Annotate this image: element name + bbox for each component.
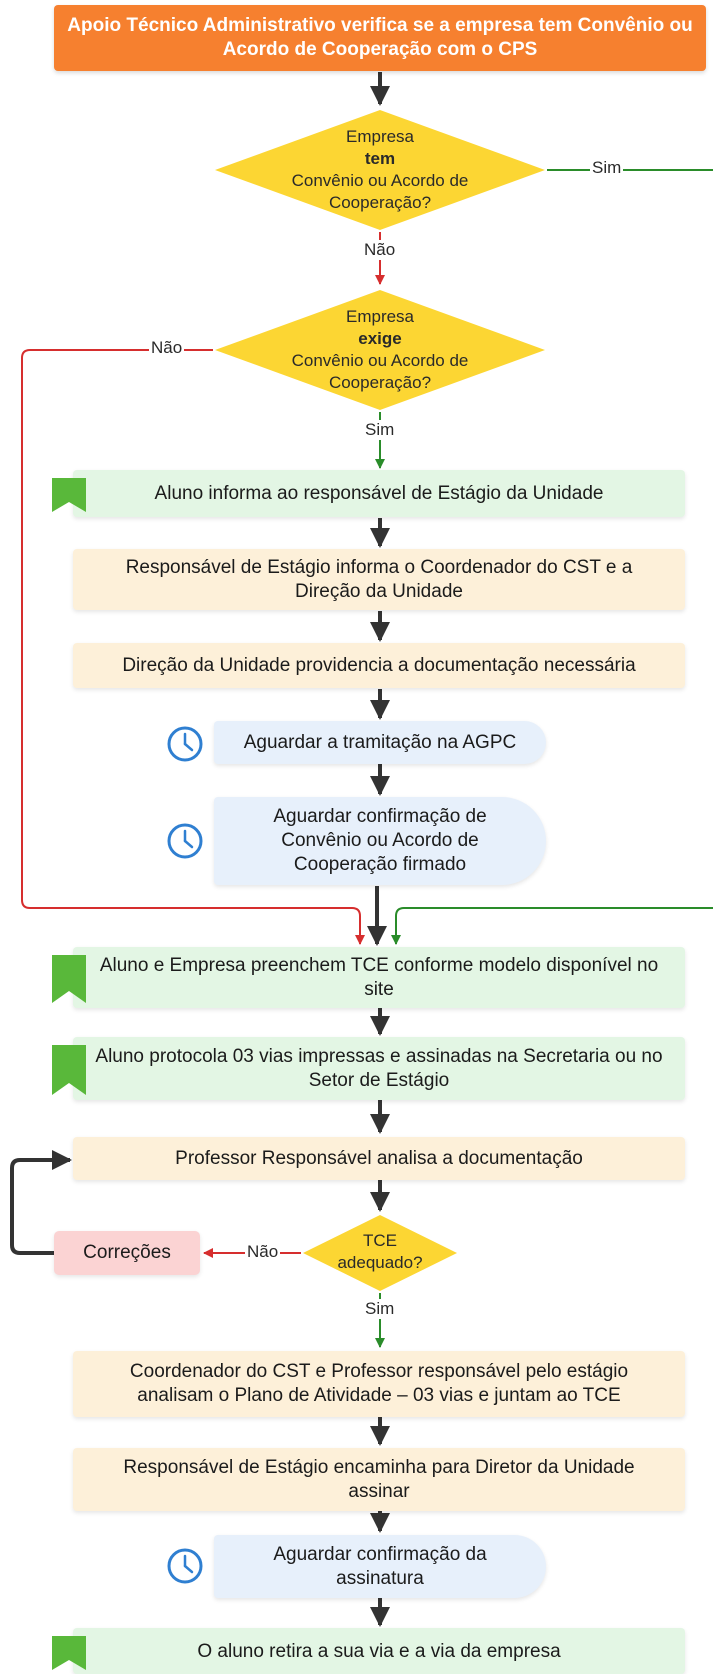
step-retira-via-text: O aluno retira a sua via e a via da empr… (197, 1641, 561, 1662)
clock-icon (167, 823, 203, 859)
flag-icon (52, 1636, 86, 1670)
step-aluno-informa: Aluno informa ao responsável de Estágio … (73, 470, 685, 517)
edge-label-d3-yes: Sim (363, 1299, 397, 1319)
decision-diamond-exige (215, 290, 545, 410)
decision-tce-label: TCE adequado? (310, 1230, 450, 1274)
step-responsavel-informa-text: Responsável de Estágio informa o Coorden… (125, 556, 633, 602)
wait-tramitacao: Aguardar a tramitação na AGPC (214, 721, 546, 764)
wait-assinatura-text: Aguardar confirmação da assinatura (273, 1543, 487, 1589)
wait-tramitacao-text: Aguardar a tramitação na AGPC (243, 731, 517, 753)
step-retira-via: O aluno retira a sua via e a via da empr… (73, 1628, 685, 1674)
decision-tce-line2: adequado? (337, 1253, 423, 1272)
decision-tce-line1: TCE (363, 1231, 397, 1250)
arrow-correcoes-loop (10, 1150, 72, 1255)
flag-icon (52, 478, 86, 512)
decision-tem-bold: tem (364, 149, 396, 168)
decision-exige-line3: Convênio ou Acordo de (291, 351, 469, 370)
step-responsavel-informa: Responsável de Estágio informa o Coorden… (73, 549, 685, 610)
step-aluno-informa-text: Aluno informa ao responsável de Estágio … (154, 482, 604, 504)
step-professor-analisa: Professor Responsável analisa a document… (73, 1137, 685, 1180)
edge-label-d3-no: Não (245, 1242, 281, 1262)
clock-icon (167, 1548, 203, 1584)
decision-exige-label: Empresa exige Convênio ou Acordo de Coop… (255, 306, 505, 394)
arrow-d2-no (21, 349, 365, 945)
step-preenchem-tce-text: Aluno e Empresa preenchem TCE conforme m… (99, 954, 659, 1000)
step-protocola: Aluno protocola 03 vias impressas e assi… (73, 1037, 685, 1100)
edge-label-d1-no: Não (362, 240, 398, 260)
step-correcoes: Correções (54, 1231, 200, 1275)
edge-label-d2-yes: Sim (363, 420, 397, 440)
step-encaminha-diretor-text: Responsável de Estágio encaminha para Di… (123, 1456, 635, 1502)
clock-icon (167, 726, 203, 762)
decision-tem-label: Empresa tem Convênio ou Acordo de Cooper… (255, 126, 505, 214)
step-encaminha-diretor: Responsável de Estágio encaminha para Di… (73, 1448, 685, 1511)
decision-diamond-tem (215, 110, 545, 230)
flag-icon (52, 1045, 86, 1095)
step-direcao-providencia: Direção da Unidade providencia a documen… (73, 643, 685, 688)
flag-icon (52, 955, 86, 1003)
step-direcao-providencia-text: Direção da Unidade providencia a documen… (122, 654, 636, 676)
edge-label-d1-yes: Sim (590, 158, 624, 178)
step-protocola-text: Aluno protocola 03 vias impressas e assi… (95, 1045, 663, 1091)
arrow-d1-yes-return (391, 907, 713, 945)
step-correcoes-text: Correções (83, 1242, 171, 1263)
wait-confirmacao: Aguardar confirmação de Convênio ou Acor… (214, 797, 546, 885)
decision-tem-line1: Empresa (345, 127, 415, 146)
step-professor-analisa-text: Professor Responsável analisa a document… (175, 1147, 583, 1169)
wait-confirmacao-text: Aguardar confirmação de Convênio ou Acor… (273, 806, 487, 875)
decision-diamond-tce (303, 1215, 457, 1291)
step-preenchem-tce: Aluno e Empresa preenchem TCE conforme m… (73, 947, 685, 1008)
step-coordenador-analisam-text: Coordenador do CST e Professor responsáv… (129, 1361, 629, 1406)
start-header-text: Apoio Técnico Administrativo verifica se… (67, 15, 693, 60)
edge-label-d2-no: Não (149, 338, 185, 358)
decision-exige-line1: Empresa (345, 307, 415, 326)
start-header: Apoio Técnico Administrativo verifica se… (54, 5, 706, 71)
decision-exige-line4: Cooperação? (328, 373, 432, 392)
wait-assinatura: Aguardar confirmação da assinatura (214, 1535, 546, 1598)
step-coordenador-analisam: Coordenador do CST e Professor responsáv… (73, 1351, 685, 1417)
decision-tem-line4: Cooperação? (328, 193, 432, 212)
decision-exige-bold: exige (358, 329, 402, 348)
decision-tem-line3: Convênio ou Acordo de (291, 171, 469, 190)
